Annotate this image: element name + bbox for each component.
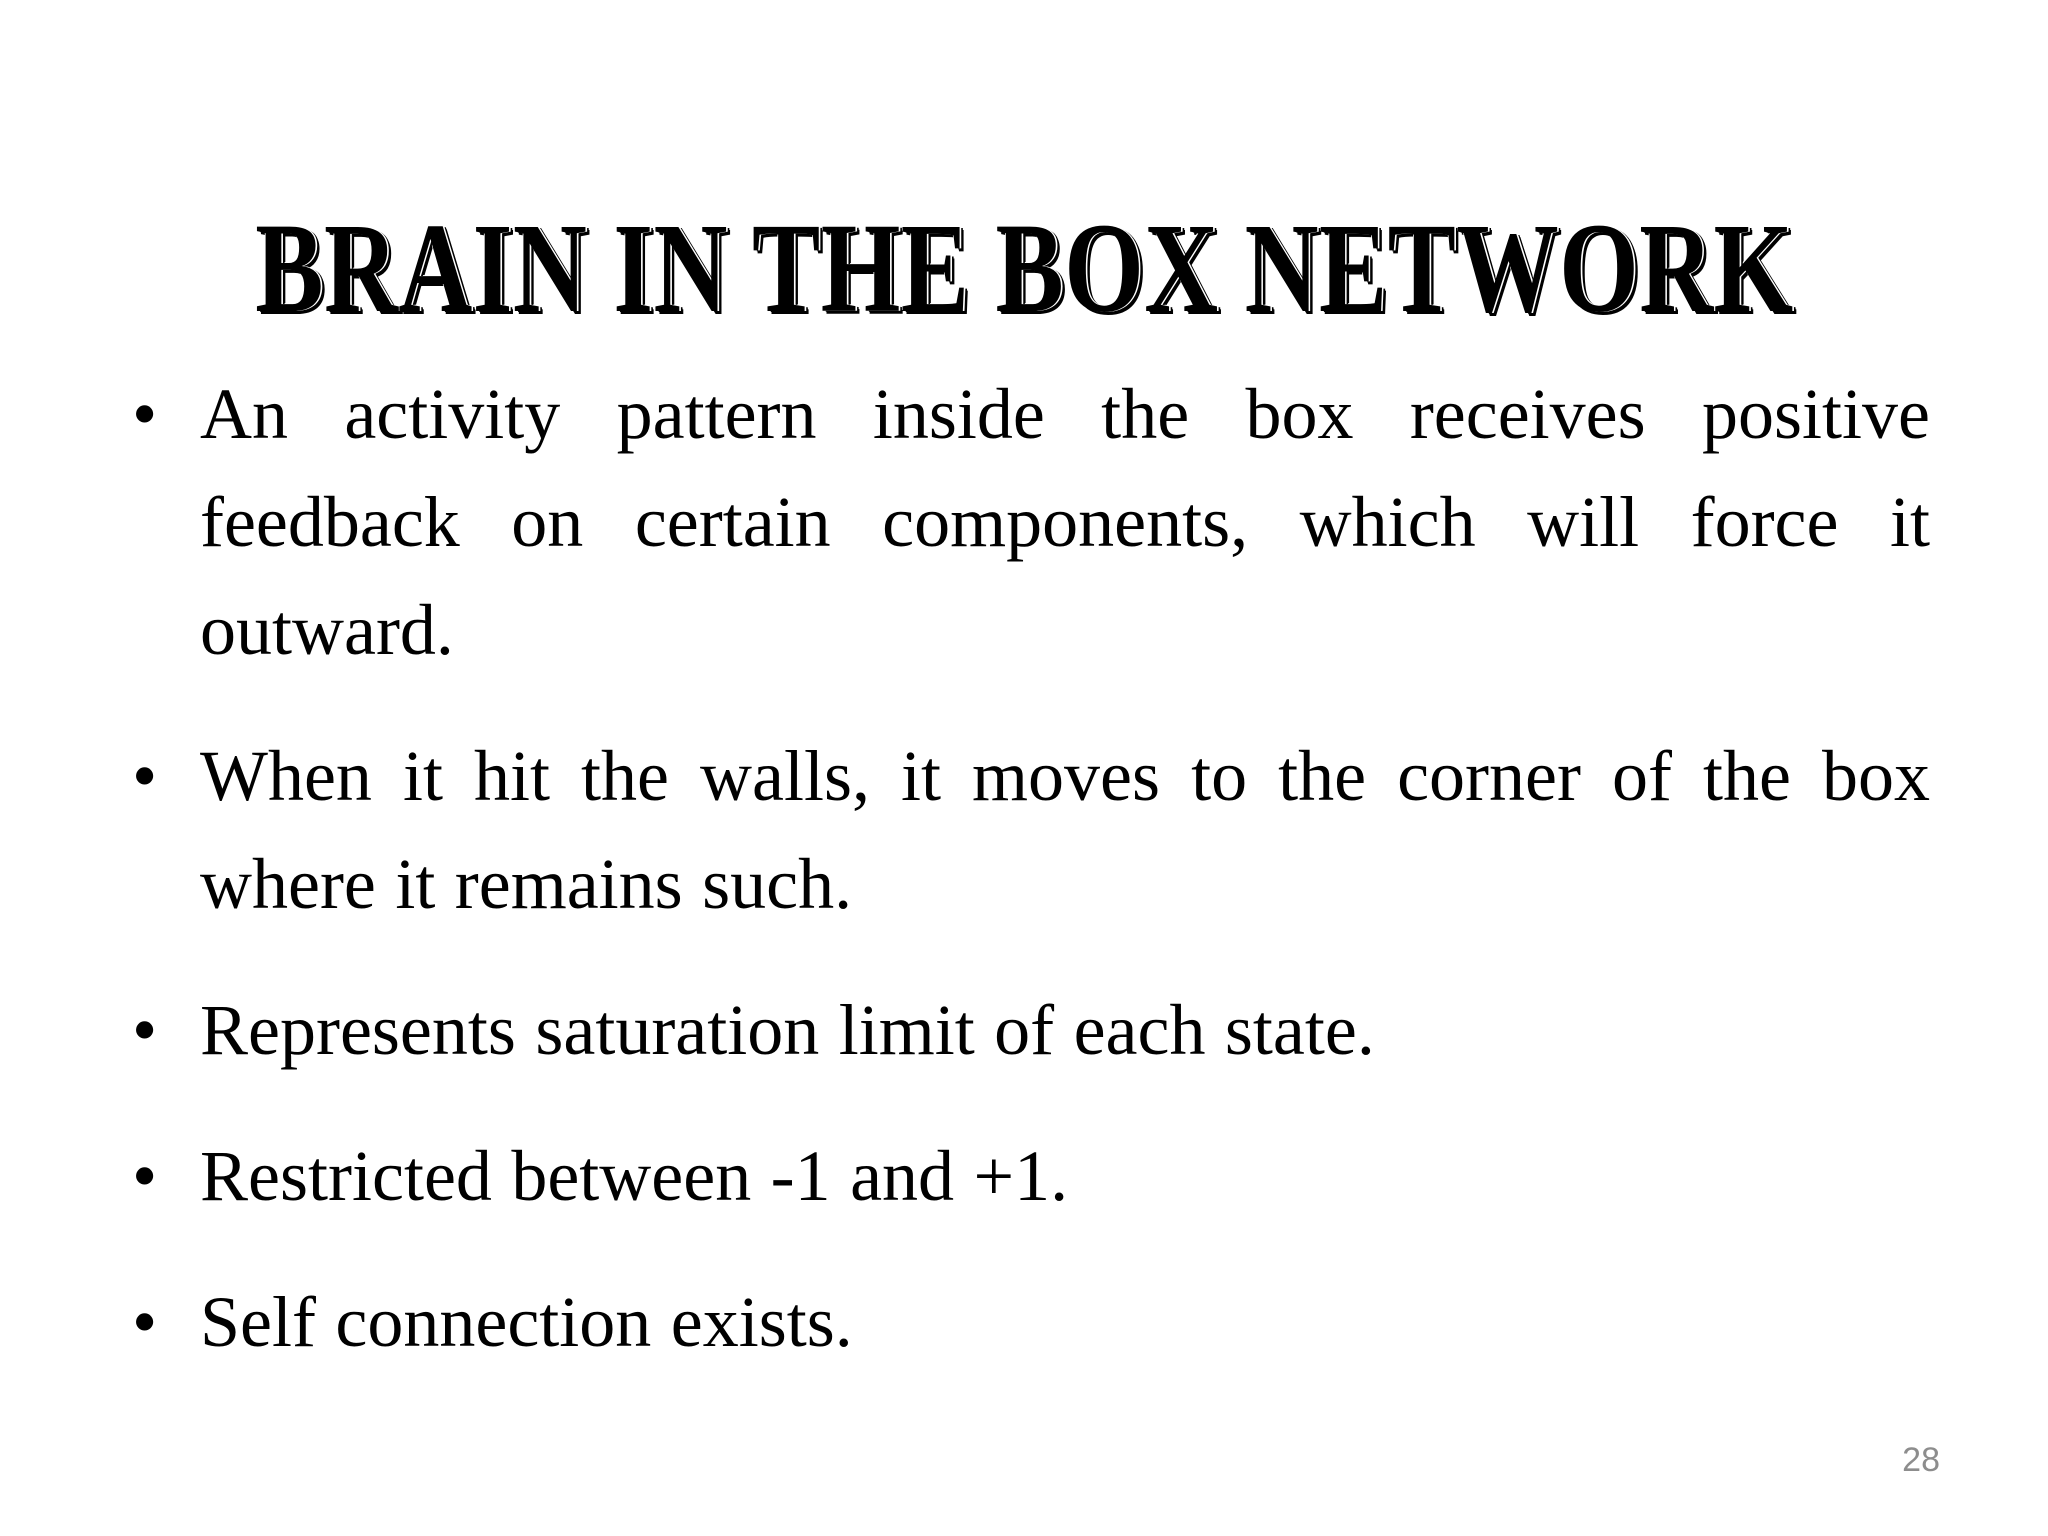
- title-area: BRAIN IN THE BOX NETWORK: [0, 118, 2048, 332]
- list-item-text: Represents saturation limit of each stat…: [200, 990, 1375, 1070]
- bullet-point-icon: •: [132, 374, 158, 454]
- list-item-text: An activity pattern inside the box recei…: [200, 374, 1930, 670]
- list-item: • When it hit the walls, it moves to the…: [118, 722, 1930, 938]
- bullet-point-icon: •: [132, 736, 158, 816]
- page-title: BRAIN IN THE BOX NETWORK: [254, 196, 1794, 339]
- bullet-list: • An activity pattern inside the box rec…: [118, 360, 1930, 1376]
- list-item-text: Self connection exists.: [200, 1282, 853, 1362]
- list-item: • Self connection exists.: [118, 1268, 1930, 1376]
- bullet-point-icon: •: [132, 1282, 158, 1362]
- bullet-point-icon: •: [132, 990, 158, 1070]
- list-item: • Represents saturation limit of each st…: [118, 976, 1930, 1084]
- list-item-text: When it hit the walls, it moves to the c…: [200, 736, 1930, 924]
- list-item: • Restricted between -1 and +1.: [118, 1122, 1930, 1230]
- list-item: • An activity pattern inside the box rec…: [118, 360, 1930, 684]
- list-item-text: Restricted between -1 and +1.: [200, 1136, 1069, 1216]
- bullet-point-icon: •: [132, 1136, 158, 1216]
- page-number: 28: [1902, 1441, 1940, 1479]
